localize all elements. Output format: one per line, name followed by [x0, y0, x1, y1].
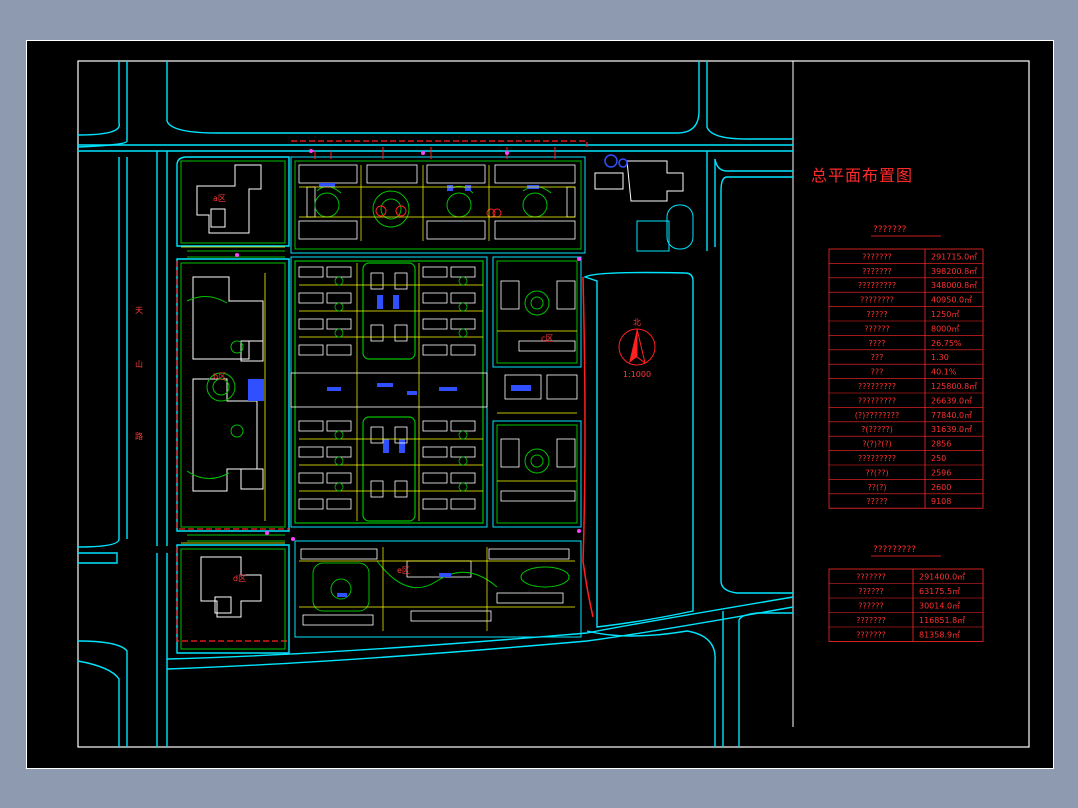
table-cell-name: ??????: [858, 601, 883, 610]
north-block: [290, 147, 586, 254]
table-cell-value: 30014.0㎡: [919, 601, 960, 610]
table-cell-value: 291715.0㎡: [931, 252, 977, 261]
central-residential: [290, 256, 488, 528]
summary-table-2: ??????? 291400.0㎡?????? 63175.5㎡?????? 3001…: [828, 568, 984, 642]
table-cell-name: ?????????: [858, 396, 896, 405]
north-arrow: [618, 328, 656, 366]
table-cell-name: ?????????: [858, 281, 896, 290]
table-cell-name: ??(?): [868, 483, 887, 492]
table-cell-value: 2600: [931, 483, 951, 492]
zone-label-e: e区: [397, 566, 410, 575]
table1-title: ???????: [873, 225, 907, 235]
zone-label-d: d区: [233, 574, 246, 583]
table-cell-value: 26639.0㎡: [931, 396, 972, 405]
drawing-title: 总平面布置图: [811, 166, 913, 185]
east-residential: [492, 256, 582, 528]
table-cell-name: ???????: [856, 630, 886, 639]
table-cell-name: ?????: [866, 310, 887, 319]
zone-label-b: b区: [213, 372, 226, 381]
table-cell-value: 1250㎡: [931, 310, 959, 319]
table-cell-value: 8000㎡: [931, 324, 959, 333]
table-cell-value: 81358.9㎡: [919, 630, 960, 639]
table-cell-value: 1.30: [931, 353, 949, 362]
north-label: 北: [633, 318, 641, 327]
summary-table-1: ??????? 291715.0㎡??????? 398200.8㎡????????…: [828, 248, 984, 509]
road-label: 天山路: [135, 306, 143, 441]
table-cell-value: 125800.8㎡: [931, 382, 977, 391]
zone-label-c: c区: [541, 334, 553, 343]
table-border: [828, 568, 984, 642]
site-redline-east: [582, 276, 594, 618]
road-label-char: 山: [135, 359, 143, 369]
water-feature: [248, 379, 264, 401]
table-cell-name: ?????????: [858, 382, 896, 391]
table-cell-value: 77840.0㎡: [931, 411, 972, 420]
table-cell-name: ???????: [862, 252, 892, 261]
table-cell-name: ??????: [858, 587, 883, 596]
south-block: [294, 540, 582, 638]
table-cell-name: ?????????: [858, 454, 896, 463]
scale-label: 1:1000: [623, 370, 651, 379]
sports-area: [594, 154, 694, 252]
table-cell-value: 116851.8㎡: [919, 616, 965, 625]
table-cell-name: ?(?????): [861, 425, 893, 434]
site-redline: [176, 140, 588, 642]
table-cell-name: ?(?)?(?): [862, 440, 891, 449]
table-cell-value: 31639.0㎡: [931, 425, 972, 434]
table-cell-name: ???: [871, 368, 884, 377]
road-label-char: 路: [135, 431, 143, 441]
table-cell-name: (?)????????: [855, 411, 899, 420]
table-cell-name: ???: [871, 353, 884, 362]
table-cell-value: 2596: [931, 468, 951, 477]
left-paths: [181, 246, 285, 544]
drawing-sheet: 北 1:1000 天山路 a区 b区 c区 d区 e区 总平面布置图 ?????…: [26, 40, 1054, 769]
table-cell-value: 291400.0㎡: [919, 572, 965, 581]
table-cell-name: ????: [869, 339, 886, 348]
table-cell-name: ??????: [864, 324, 889, 333]
table-cell-name: ????????: [860, 296, 894, 305]
table-cell-value: 348000.8㎡: [931, 281, 977, 290]
left-buildings: [192, 164, 264, 618]
table-cell-name: ???????: [856, 572, 886, 581]
left-greenery: [180, 160, 286, 650]
zone-label-a: a区: [213, 194, 226, 203]
table-cell-name: ???????: [856, 616, 886, 625]
table-cell-value: 40950.0㎡: [931, 296, 972, 305]
table-cell-value: 2856: [931, 440, 951, 449]
table-cell-value: 250: [931, 454, 946, 463]
table2-title: ?????????: [873, 545, 916, 555]
table-cell-value: 9108: [931, 497, 951, 506]
table-cell-name: ??(??): [865, 468, 888, 477]
road-network: [77, 61, 794, 747]
road-label-char: 天: [135, 306, 143, 315]
table-cell-name: ???????: [862, 267, 892, 276]
site-plan-drawing: 北 1:1000 天山路 a区 b区 c区 d区 e区 总平面布置图 ?????…: [77, 60, 1030, 748]
table-cell-value: 63175.5㎡: [919, 587, 960, 596]
table-cell-name: ?????: [866, 497, 887, 506]
table-cell-value: 26.75%: [931, 339, 962, 348]
site-markers: [235, 149, 581, 541]
table-cell-value: 398200.8㎡: [931, 267, 977, 276]
table-cell-value: 40.1%: [931, 368, 957, 377]
inner-frame: [77, 60, 1030, 748]
